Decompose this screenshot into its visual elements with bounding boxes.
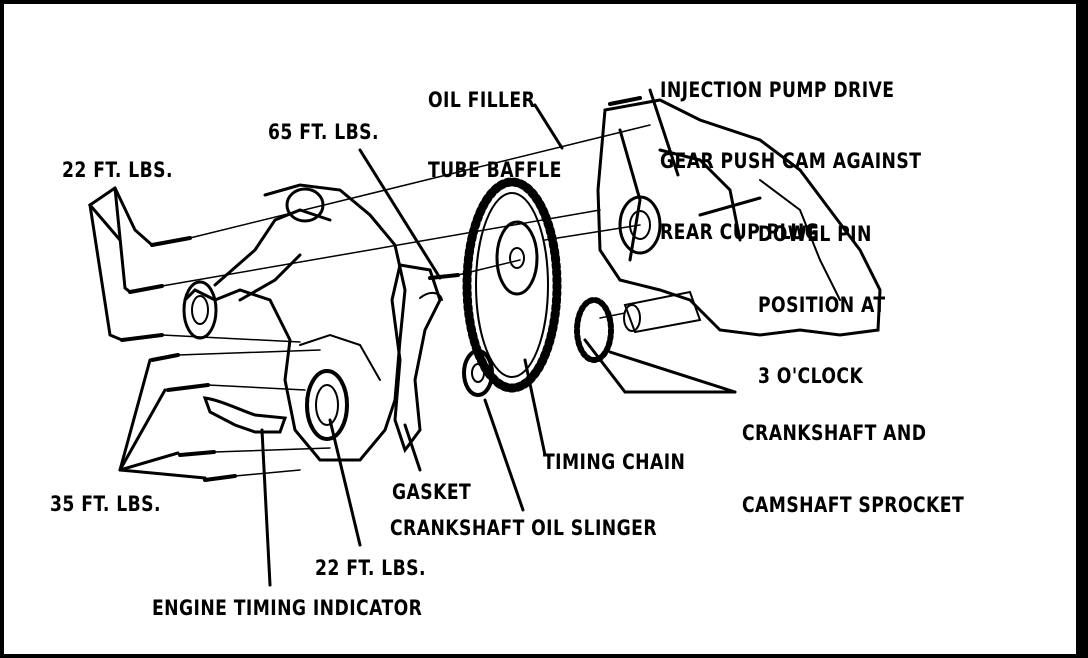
engine-block-drawing [596, 96, 882, 337]
label-oil-filler-tube-baffle: OIL FILLER TUBE BAFFLE [428, 88, 562, 182]
bolts-drawing [120, 236, 460, 482]
label-crankshaft-oil-slinger: CRANKSHAFT OIL SLINGER [390, 516, 658, 540]
label-torque-22-top: 22 FT. LBS. [62, 158, 173, 182]
label-gasket: GASKET [392, 480, 472, 504]
label-torque-22-bottom: 22 FT. LBS. [315, 556, 426, 580]
label-engine-timing-indicator: ENGINE TIMING INDICATOR [152, 596, 423, 620]
label-torque-65: 65 FT. LBS. [268, 120, 379, 144]
crank-sprocket-drawing [574, 297, 614, 363]
alignment-lines [161, 124, 651, 477]
label-dowel-pin: DOWEL PIN POSITION AT 3 O'CLOCK [758, 222, 886, 388]
label-timing-chain: TIMING CHAIN [543, 450, 686, 474]
leader-lines [87, 88, 762, 587]
gasket-drawing [390, 263, 442, 454]
timing-indicator-drawing [202, 396, 288, 434]
front-cover-drawing [182, 183, 443, 462]
timing-chain-drawing [462, 177, 562, 393]
label-crankshaft-camshaft-sprocket: CRANKSHAFT AND CAMSHAFT SPROCKET [742, 421, 965, 517]
label-torque-35: 35 FT. LBS. [50, 492, 161, 516]
label-injection-pump-drive: INJECTION PUMP DRIVE GEAR PUSH CAM AGAIN… [660, 78, 922, 244]
oil-slinger-drawing [462, 349, 494, 397]
